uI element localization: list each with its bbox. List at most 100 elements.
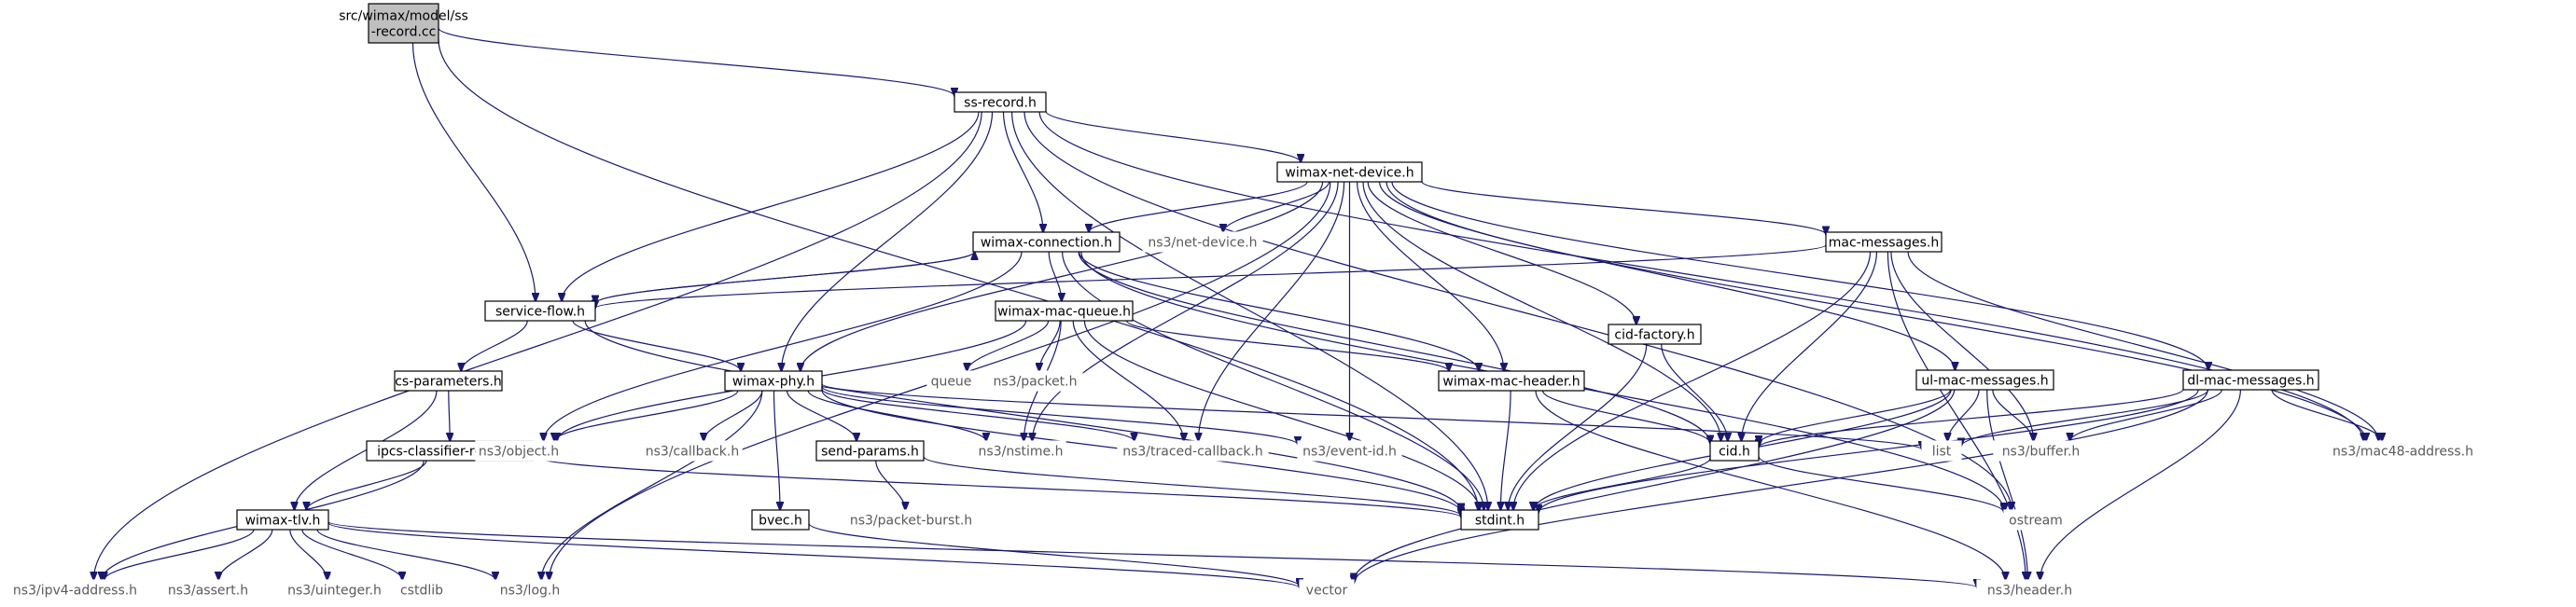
node-label-wimax-mac-header: wimax-mac-header.h bbox=[1442, 375, 1580, 390]
edge-wimax-phy-to-ns3-log bbox=[541, 390, 763, 580]
node-label-ns3-header: ns3/header.h bbox=[1987, 584, 2072, 599]
edge-wimax-net-device-to-dl-mac-messages bbox=[1391, 181, 2208, 370]
node-box-send-params bbox=[815, 440, 925, 462]
node-label-ns3-nstime: ns3/nstime.h bbox=[979, 445, 1064, 460]
node-ns3-event-id: ns3/event-id.h bbox=[1297, 440, 1402, 462]
node-cstdlib: cstdlib bbox=[392, 579, 452, 600]
node-mac-messages[interactable]: mac-messages.h bbox=[1825, 231, 1942, 253]
node-wimax-phy[interactable]: wimax-phy.h bbox=[724, 370, 823, 392]
edge-wimax-mac-header-to-ns3-header bbox=[1535, 390, 2006, 580]
node-wimax-mac-queue[interactable]: wimax-mac-queue.h bbox=[995, 300, 1134, 322]
node-ns3-nstime: ns3/nstime.h bbox=[975, 440, 1066, 462]
node-ns3-packet-burst: ns3/packet-burst.h bbox=[839, 509, 983, 531]
node-box-ostream bbox=[2003, 509, 2068, 531]
edge-root-to-stdint bbox=[438, 38, 1478, 510]
edge-ul-mac-messages-to-cid bbox=[1759, 389, 1951, 444]
edge-wimax-phy-to-ns3-event-id bbox=[821, 386, 1298, 445]
node-box-ns3-assert bbox=[161, 579, 255, 600]
node-bvec[interactable]: bvec.h bbox=[751, 509, 810, 531]
edge-ss-record-to-service-flow bbox=[562, 111, 980, 301]
edge-mac-messages-to-service-flow bbox=[595, 244, 1827, 309]
edge-ul-mac-messages-to-list bbox=[1947, 389, 1980, 441]
node-box-queue bbox=[926, 370, 976, 392]
node-box-ns3-log bbox=[489, 579, 571, 600]
node-label-ns3-mac48-address: ns3/mac48-address.h bbox=[2332, 445, 2473, 460]
node-ss-record[interactable]: ss-record.h bbox=[954, 91, 1047, 113]
node-root[interactable]: src/wimax/model/ss-record.cc bbox=[339, 3, 468, 44]
node-label-mac-messages: mac-messages.h bbox=[1829, 236, 1940, 251]
node-box-ns3-object bbox=[475, 440, 563, 462]
edge-mac-messages-to-ns3-mac48-address bbox=[1907, 251, 2378, 441]
edge-dl-mac-messages-to-ns3-buffer bbox=[2070, 389, 2222, 441]
node-label-ns3-buffer: ns3/buffer.h bbox=[2002, 445, 2081, 460]
edge-wimax-net-device-to-cid-factory bbox=[1367, 181, 1636, 324]
edge-dl-mac-messages-to-vector bbox=[1354, 389, 2208, 584]
edge-ss-record-to-wimax-phy bbox=[782, 111, 994, 371]
node-label-root-0: src/wimax/model/ss bbox=[339, 9, 468, 24]
node-send-params[interactable]: send-params.h bbox=[815, 440, 925, 462]
node-wimax-tlv[interactable]: wimax-tlv.h bbox=[236, 509, 329, 531]
edge-wimax-mac-header-to-stdint bbox=[1500, 390, 1511, 510]
node-ns3-callback: ns3/callback.h bbox=[642, 440, 743, 462]
edge-cid-factory-to-cid bbox=[1661, 343, 1728, 441]
node-box-dl-mac-messages bbox=[2182, 369, 2319, 391]
node-stdint[interactable]: stdint.h bbox=[1460, 509, 1539, 531]
edge-wimax-connection-to-wimax-mac-queue bbox=[1048, 251, 1062, 301]
node-ns3-traced-callback: ns3/traced-callback.h bbox=[1117, 440, 1269, 462]
node-wimax-mac-header[interactable]: wimax-mac-header.h bbox=[1438, 370, 1585, 392]
node-label-cid: cid.h bbox=[1719, 445, 1750, 460]
node-cs-parameters[interactable]: cs-parameters.h bbox=[394, 370, 503, 392]
edge-wimax-phy-to-ns3-nstime bbox=[807, 390, 986, 441]
edge-ipcs-classifier-record-to-stdint bbox=[533, 455, 1461, 517]
node-box-root bbox=[368, 3, 439, 44]
node-box-cid bbox=[1709, 440, 1760, 462]
edges-layer bbox=[93, 27, 2382, 588]
node-label-ss-record: ss-record.h bbox=[964, 96, 1037, 111]
edge-root-to-service-flow bbox=[411, 42, 536, 301]
node-ns3-ipv4-address: ns3/ipv4-address.h bbox=[3, 579, 147, 600]
edge-wimax-net-device-to-ns3-traced-callback bbox=[1198, 181, 1345, 441]
edge-dl-mac-messages-to-list bbox=[1961, 389, 2209, 447]
node-box-ns3-packet-burst bbox=[839, 509, 983, 531]
edge-wimax-net-device-to-wimax-phy bbox=[801, 181, 1324, 371]
edge-wimax-net-device-to-wimax-mac-header bbox=[1357, 181, 1504, 371]
node-box-bvec bbox=[751, 509, 810, 531]
node-box-ns3-buffer bbox=[1993, 440, 2089, 462]
node-box-cs-parameters bbox=[394, 370, 503, 392]
node-label-cid-factory: cid-factory.h bbox=[1614, 328, 1694, 343]
node-label-ns3-traced-callback: ns3/traced-callback.h bbox=[1122, 445, 1263, 460]
edge-mac-messages-to-stdint bbox=[1513, 251, 1872, 510]
node-wimax-net-device[interactable]: wimax-net-device.h bbox=[1276, 161, 1423, 183]
edge-wimax-phy-to-list bbox=[821, 383, 1922, 450]
edge-dl-mac-messages-to-cid bbox=[1759, 388, 2184, 448]
node-box-mac-messages bbox=[1825, 231, 1942, 253]
node-ns3-log: ns3/log.h bbox=[489, 579, 571, 600]
node-box-wimax-connection bbox=[972, 231, 1121, 253]
node-ns3-packet: ns3/packet.h bbox=[987, 370, 1083, 392]
node-label-wimax-net-device: wimax-net-device.h bbox=[1285, 166, 1413, 181]
node-cid-factory[interactable]: cid-factory.h bbox=[1608, 324, 1702, 345]
edge-wimax-tlv-to-cstdlib bbox=[301, 529, 402, 580]
node-label-cstdlib: cstdlib bbox=[400, 584, 443, 599]
node-box-cid-factory bbox=[1608, 324, 1702, 345]
node-cid[interactable]: cid.h bbox=[1709, 440, 1760, 462]
node-service-flow[interactable]: service-flow.h bbox=[484, 300, 596, 322]
node-label-bvec: bvec.h bbox=[759, 514, 802, 529]
edge-wimax-mac-queue-to-stdint bbox=[1083, 320, 1479, 510]
edge-dl-mac-messages-to-stdint bbox=[1539, 389, 2199, 513]
node-queue: queue bbox=[926, 370, 976, 392]
edge-wimax-connection-to-ns3-object bbox=[544, 251, 1023, 441]
edge-wimax-phy-to-ns3-traced-callback bbox=[821, 388, 1135, 441]
node-label-ns3-callback: ns3/callback.h bbox=[646, 445, 739, 460]
node-label-ns3-ipv4-address: ns3/ipv4-address.h bbox=[13, 584, 137, 599]
node-ul-mac-messages[interactable]: ul-mac-messages.h bbox=[1915, 369, 2054, 391]
edge-cid-factory-to-stdint bbox=[1508, 343, 1648, 510]
node-dl-mac-messages[interactable]: dl-mac-messages.h bbox=[2182, 369, 2319, 391]
edge-wimax-tlv-to-ns3-ipv4-address bbox=[104, 529, 255, 580]
edge-wimax-tlv-to-ns3-header bbox=[327, 520, 1977, 588]
edge-wimax-net-device-to-ns3-mac48-address bbox=[1385, 181, 2366, 441]
edge-wimax-mac-queue-to-queue bbox=[967, 320, 1050, 371]
node-wimax-connection[interactable]: wimax-connection.h bbox=[972, 231, 1121, 253]
edge-cid-to-ostream bbox=[1758, 456, 2004, 513]
